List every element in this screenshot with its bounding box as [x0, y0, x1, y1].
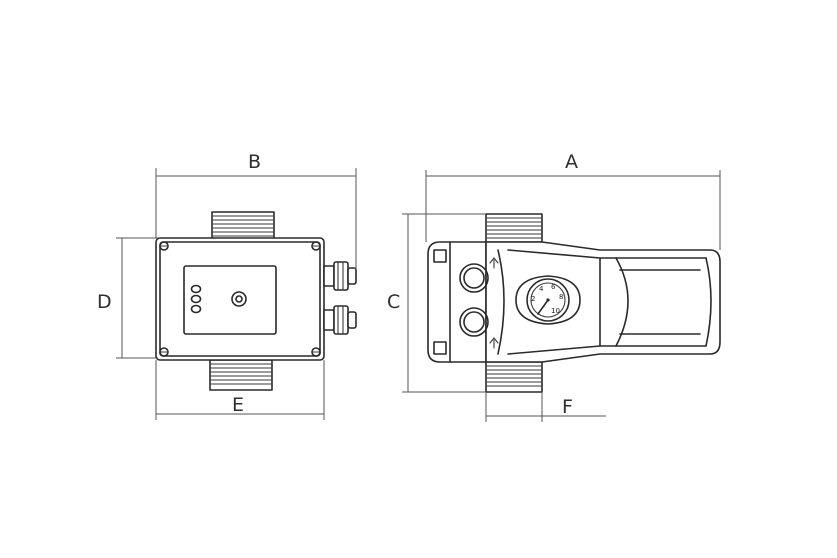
- control-panel: [183, 265, 277, 335]
- corner-screws: [159, 241, 321, 357]
- dimension-d-label: D: [97, 291, 112, 313]
- front-view: [155, 211, 357, 391]
- dimension-a: A: [425, 151, 721, 250]
- bottom-thread-connector: [209, 359, 273, 391]
- upper-port: [459, 263, 489, 293]
- gauge-label-10: 10: [551, 307, 560, 315]
- cable-gland-upper: [323, 261, 357, 291]
- side-bottom-thread: [485, 361, 543, 393]
- cable-gland-lower: [323, 305, 357, 335]
- dimension-e: E: [155, 360, 325, 420]
- indicator-leds: [190, 284, 202, 314]
- dimension-d: D: [97, 237, 158, 359]
- side-main-body: [485, 241, 721, 363]
- dimension-e-label: E: [232, 394, 244, 416]
- side-view: 2 4 6 8 10: [427, 213, 721, 393]
- gauge-label-8: 8: [559, 293, 563, 301]
- top-thread-connector: [211, 211, 275, 241]
- gauge-label-2: 2: [531, 295, 535, 303]
- front-housing: [155, 237, 325, 361]
- dimension-f: F: [485, 392, 606, 422]
- flow-arrow-icons: [489, 257, 499, 349]
- gauge-label-4: 4: [539, 285, 544, 293]
- dimension-c-label: C: [387, 291, 400, 313]
- dimension-c: C: [387, 213, 486, 393]
- pressure-gauge: 2 4 6 8 10: [526, 278, 570, 322]
- dimension-f-label: F: [562, 396, 573, 418]
- gauge-needle: [537, 299, 549, 315]
- front-housing-inner-edge: [159, 241, 321, 357]
- gauge-label-6: 6: [551, 283, 556, 291]
- dimension-a-label: A: [565, 151, 578, 173]
- lower-port: [459, 307, 489, 337]
- reset-knob: [231, 291, 247, 307]
- side-back-plate: [427, 241, 487, 363]
- dimension-b: B: [155, 151, 357, 270]
- side-top-thread: [485, 213, 543, 243]
- dimension-b-label: B: [248, 151, 261, 173]
